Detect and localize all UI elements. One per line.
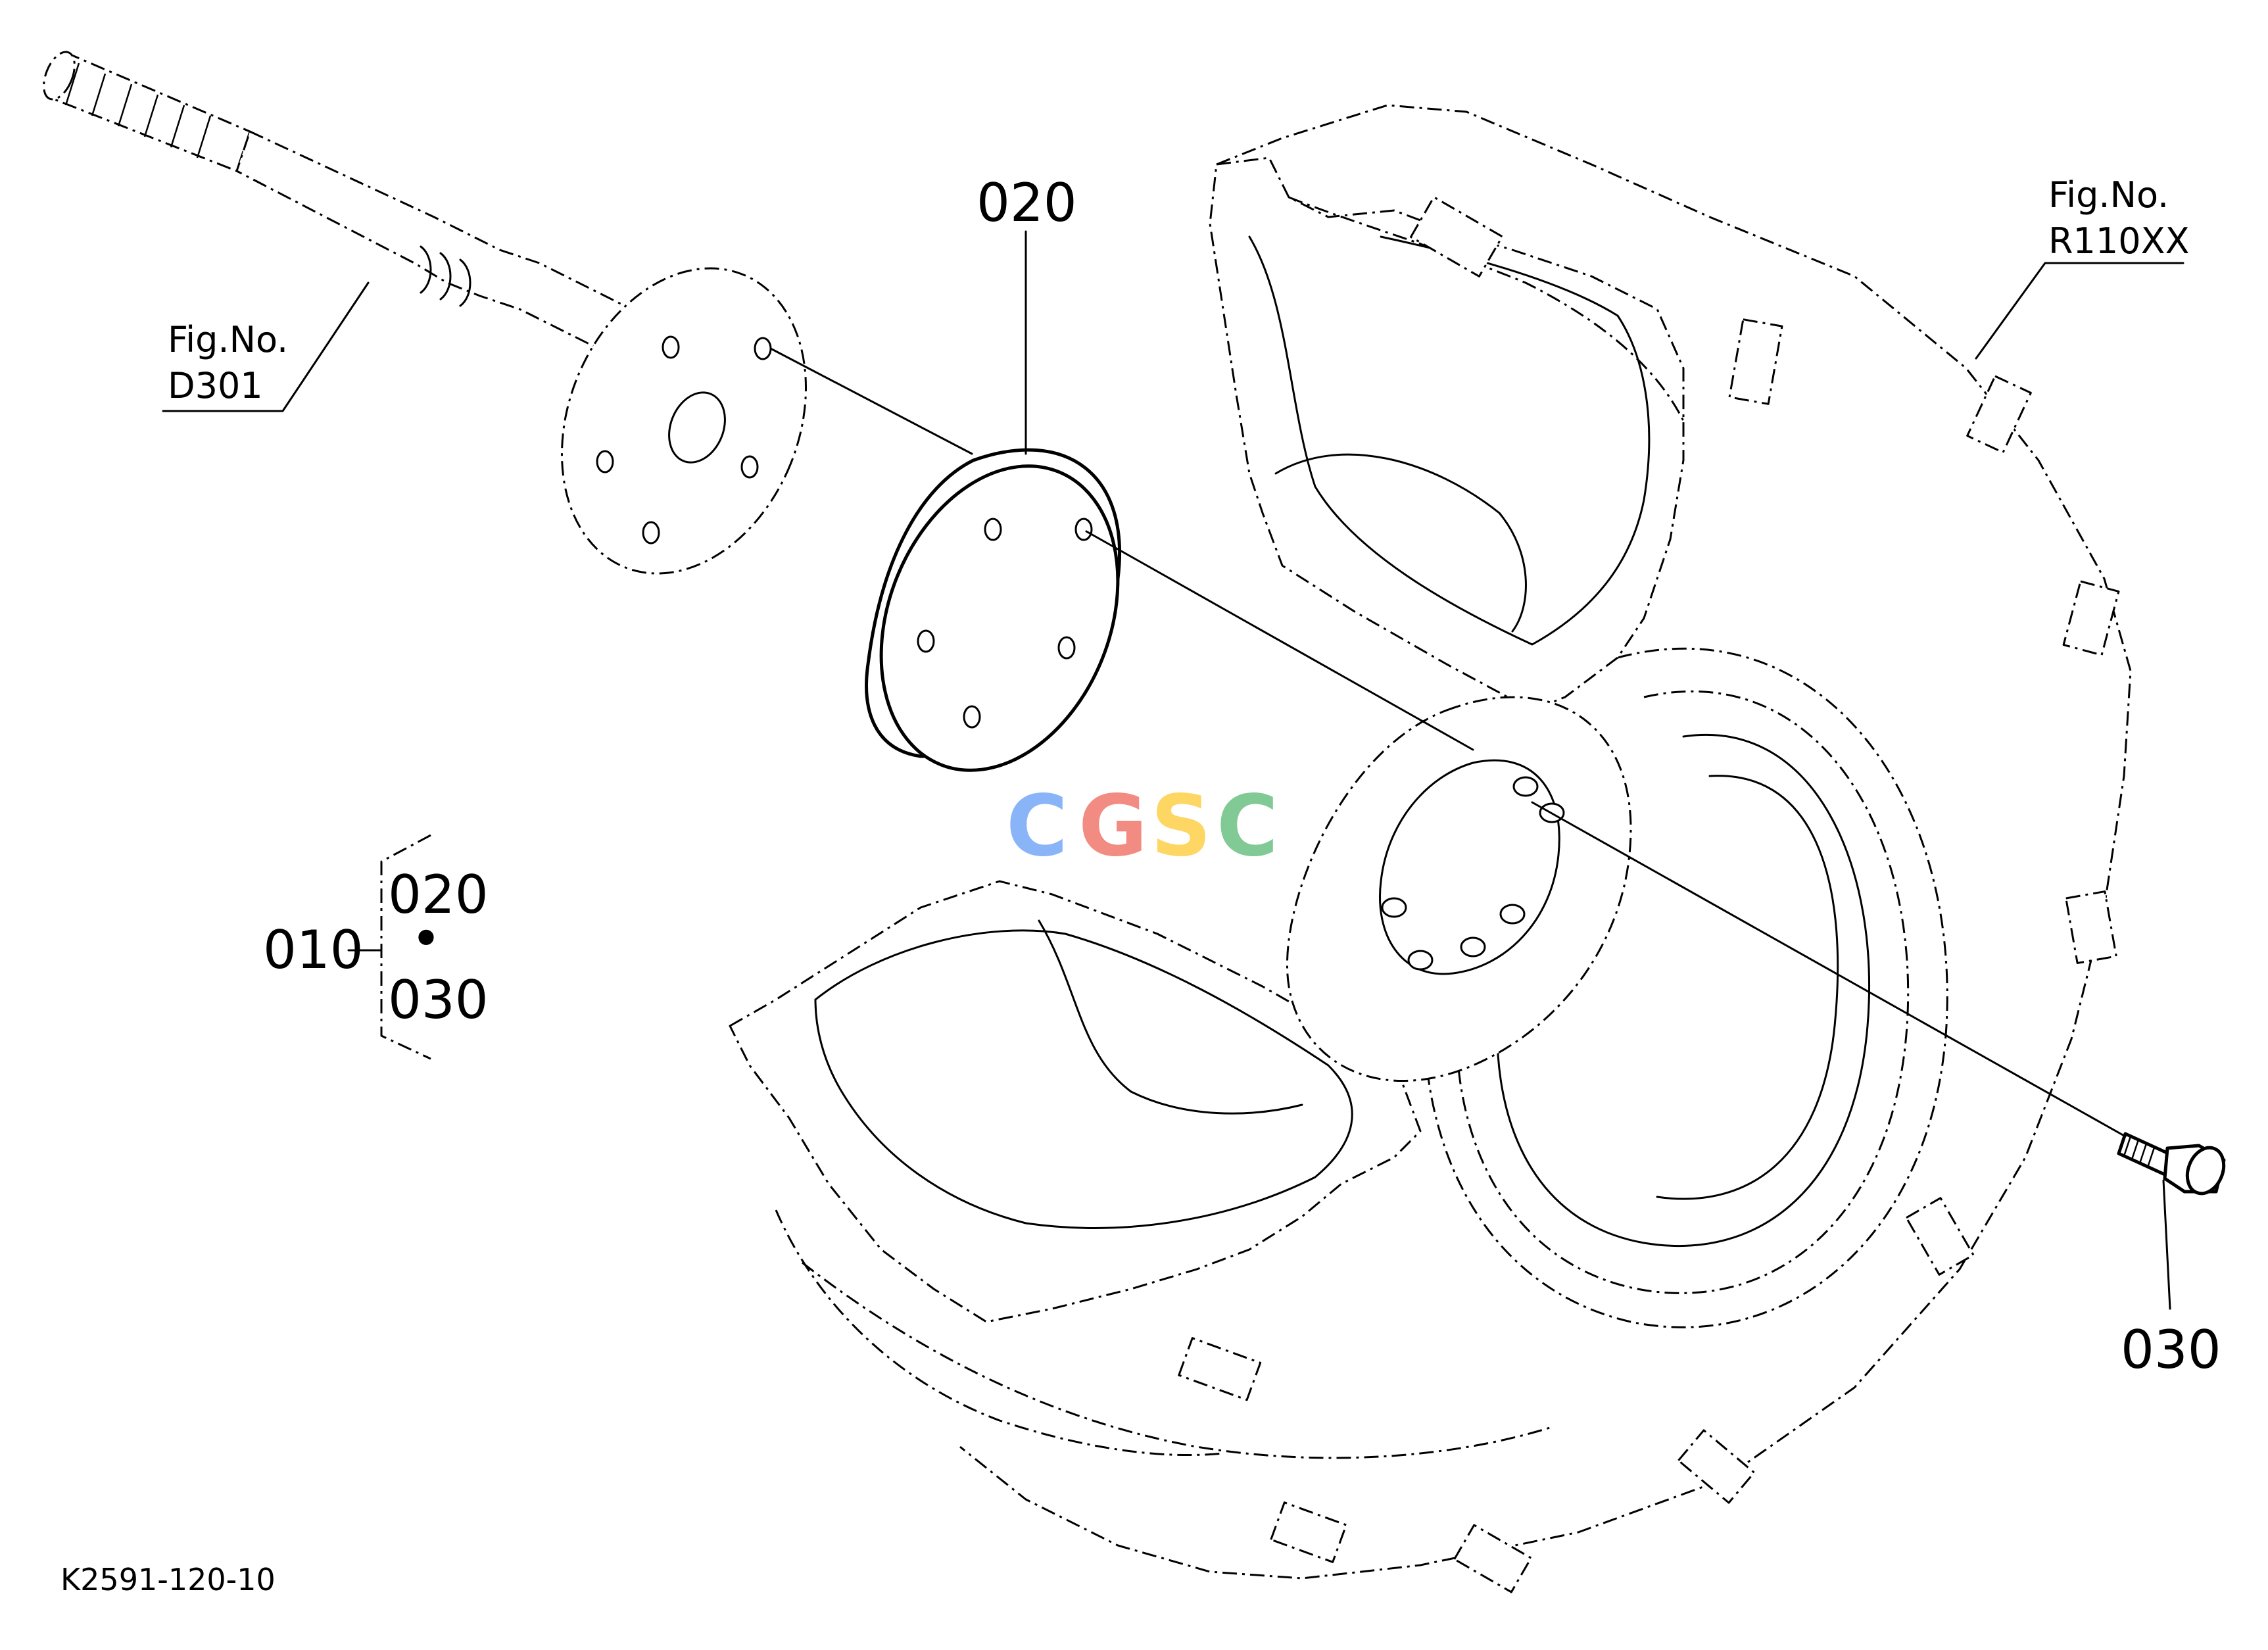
flange-bolt-hole-3	[596, 450, 614, 473]
flange-bolt-hole-1	[754, 337, 772, 360]
watermark-letter-c2: C	[1217, 777, 1278, 875]
group-bracket-010	[347, 834, 431, 1060]
tire-lower-section	[729, 880, 1422, 1323]
spacer-disc-020	[865, 448, 1122, 772]
leader-d301	[162, 281, 370, 412]
shaft-fig-label: Fig.No.	[168, 319, 288, 360]
flange-disc	[560, 267, 808, 575]
flange-bolt-hole-4	[642, 521, 660, 545]
spacer-bolt-hole-5	[1057, 636, 1076, 660]
tread-lug	[1453, 1524, 1532, 1593]
hub-flange	[560, 267, 808, 575]
wheel-bolt-hole-6	[1381, 897, 1407, 918]
axle-spline-teeth	[64, 62, 212, 158]
axle-shaft-body	[235, 130, 633, 356]
tread-lug	[1270, 1501, 1347, 1563]
wheel-disc-center-bore	[1379, 759, 1560, 975]
tire-upper-inner-contour	[1248, 235, 1651, 646]
flange-bolt-hole-5	[740, 455, 759, 479]
tire-lower-bead	[1038, 919, 1303, 1115]
rim-inner-ring	[1496, 734, 1870, 1247]
group-separator: •	[410, 908, 441, 969]
leader-lines	[162, 230, 2184, 1310]
axis-line-wheel-to-bolt	[1531, 801, 2127, 1138]
tread-lug	[1178, 1337, 1262, 1401]
bolt-030	[2117, 1132, 2226, 1196]
group-member-020: 020	[388, 864, 489, 925]
tire-lower-sidewall	[775, 1209, 1224, 1457]
spacer-bolt-hole-4	[963, 705, 981, 729]
callout-020: 020	[977, 172, 1077, 233]
callout-010: 010	[263, 919, 364, 981]
axis-line-spacer-to-wheel	[1085, 530, 1474, 751]
wheel-bolt-hole-3	[1499, 904, 1526, 925]
leader-r110xx	[1975, 262, 2184, 360]
axle-groove-ring	[420, 245, 471, 307]
tire-sidewall-ring	[1422, 647, 1948, 1328]
group-member-030: 030	[388, 969, 489, 1031]
callout-030: 030	[2121, 1319, 2221, 1380]
bolt-head-face	[2185, 1146, 2226, 1196]
shaft-fig-number: D301	[168, 365, 263, 406]
watermark-letter-g: G	[1078, 777, 1147, 875]
axle-spline-end	[51, 51, 251, 172]
tread-lug	[1728, 318, 1783, 405]
spacer-bolt-hole-2	[984, 518, 1002, 541]
spacer-bolt-hole-1	[1074, 518, 1093, 541]
tread-lug	[1677, 1429, 1756, 1504]
assembly-axis-lines	[769, 347, 2127, 1138]
tire-wheel-assembly	[729, 104, 2132, 1593]
tire-fig-label: Fig.No.	[2048, 174, 2169, 216]
drawing-code: K2591-120-10	[60, 1562, 276, 1597]
rim-lip	[1656, 775, 1839, 1200]
watermark-letter-c1: C	[1006, 777, 1068, 875]
watermark-letter-s: S	[1151, 777, 1211, 875]
leader-030	[2162, 1179, 2171, 1310]
tire-lower-tread-face	[802, 1261, 1553, 1459]
wheel-bolt-hole-5	[1407, 950, 1434, 971]
tread-lug	[2065, 890, 2117, 964]
axle-shaft	[43, 51, 698, 370]
axle-spline-face	[43, 51, 76, 101]
bolt-shank	[2117, 1132, 2173, 1177]
rim-outer-ring	[1455, 690, 1910, 1294]
wheel-bolt-hole-1	[1512, 776, 1539, 797]
spacer-disc-face	[879, 464, 1120, 772]
tire-upper-section	[1209, 157, 1685, 712]
tread-lugs	[1178, 196, 2120, 1593]
tread-lug	[1966, 375, 2032, 454]
labels: 020 030 010 020 • 030 Fig.No. D301 Fig.N…	[60, 172, 2221, 1597]
tire-upper-bead	[1274, 453, 1527, 633]
spacer-bolt-hole-3	[917, 629, 935, 653]
group-bracket	[380, 834, 431, 1060]
tread-lug	[2062, 580, 2120, 656]
wheel-disc	[1286, 696, 1632, 1082]
flange-bolt-hole-2	[662, 335, 680, 359]
flange-center-bore	[668, 391, 726, 464]
tread-lug	[1905, 1197, 1975, 1276]
axis-line-flange-to-spacer	[769, 347, 973, 455]
tire-fig-number: R110XX	[2048, 220, 2190, 262]
tire-lower-inner-contour	[814, 929, 1353, 1229]
wheel-bolt-hole-4	[1460, 936, 1486, 958]
cgsc-watermark: C G S C	[1006, 777, 1278, 875]
bolt-threads	[2123, 1136, 2156, 1168]
tire-upper-tread-face	[1288, 196, 1685, 422]
tread-lug	[1410, 196, 1503, 278]
